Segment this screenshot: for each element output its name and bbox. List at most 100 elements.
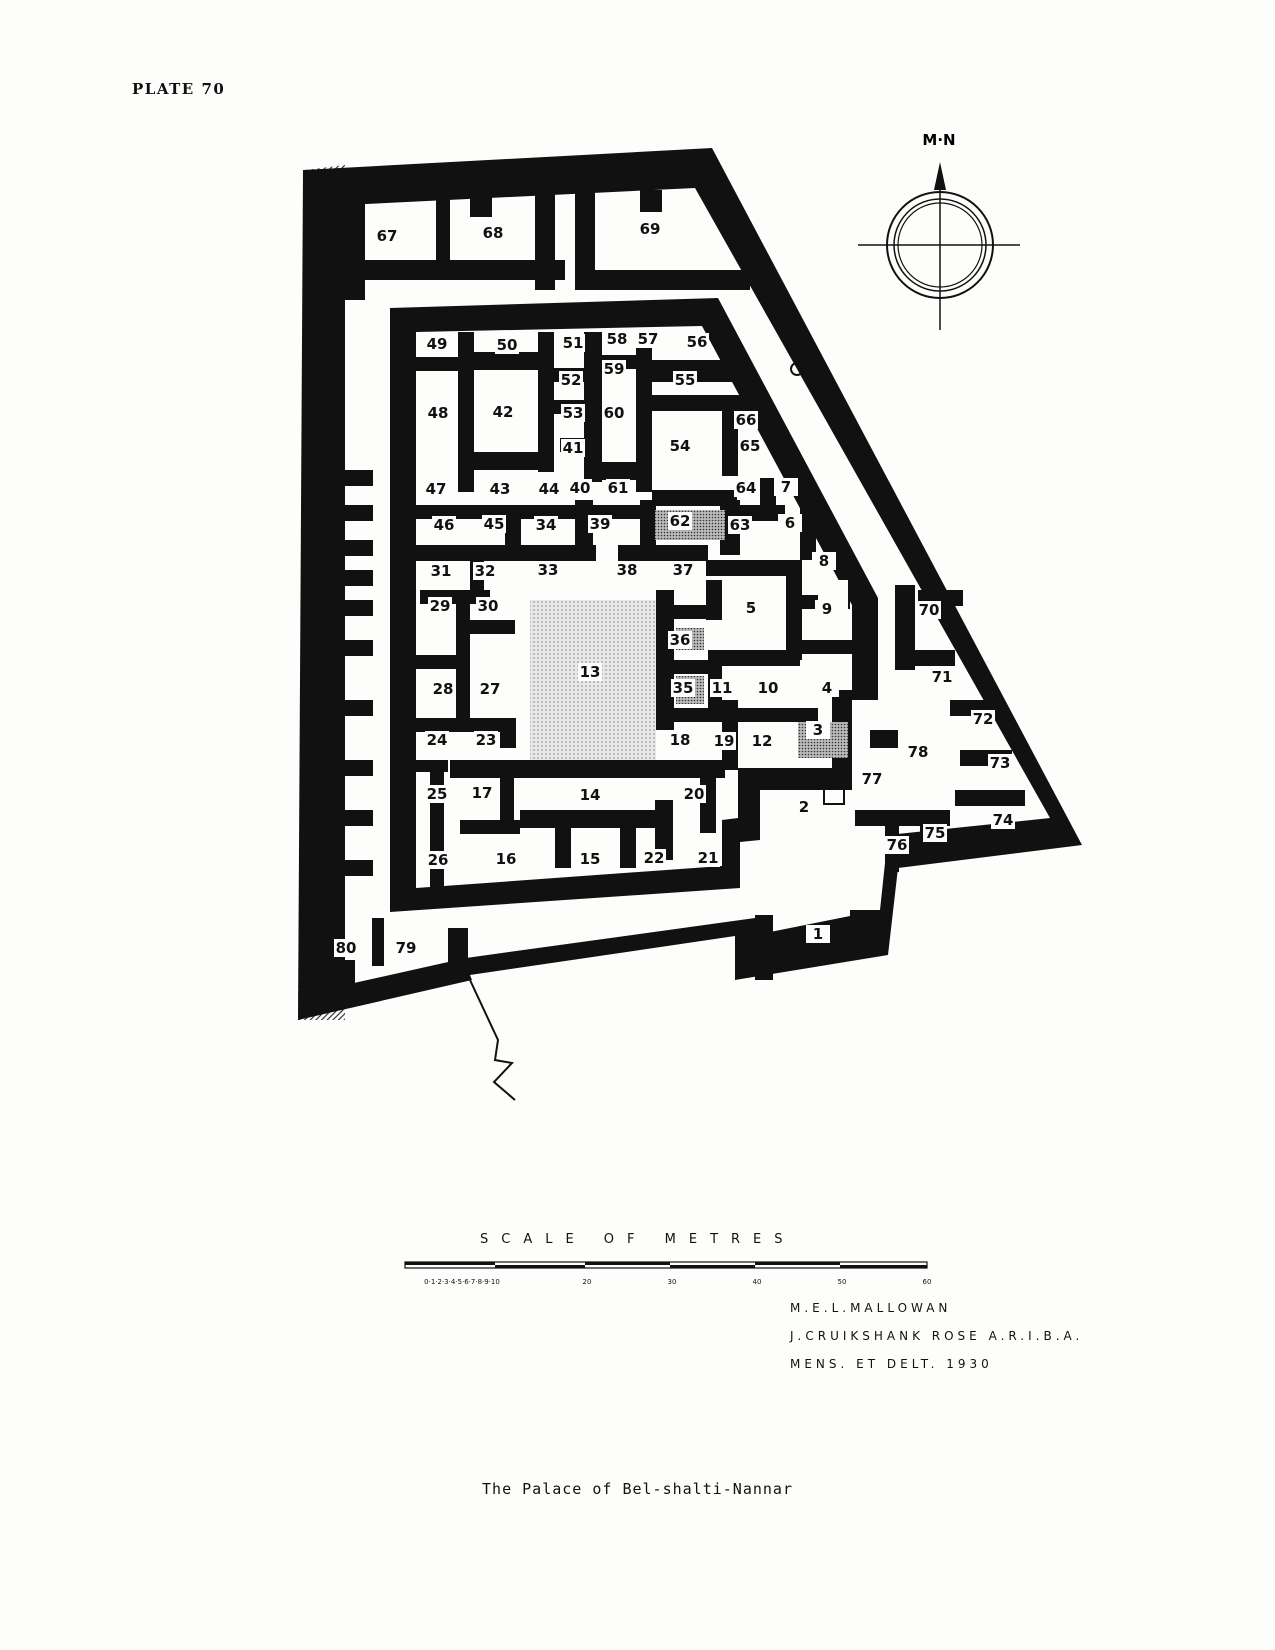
room-label-61: 61 (608, 479, 629, 497)
room-label-35: 35 (673, 679, 694, 697)
room-label-bg (750, 732, 774, 750)
room-label-75: 75 (925, 824, 946, 842)
room-label-bg (778, 514, 802, 532)
scale-tick-50: 50 (837, 1278, 847, 1286)
room-label-bg (636, 330, 660, 348)
room-label-bg (671, 561, 695, 579)
room-label-56: 56 (687, 333, 708, 351)
room-label-49: 49 (427, 335, 448, 353)
room-label-bg (424, 480, 448, 498)
room-label-50: 50 (497, 336, 518, 354)
room-label-69: 69 (640, 220, 661, 238)
room-label-bg (739, 599, 763, 617)
room-label-bg (696, 849, 720, 867)
room-label-26: 26 (428, 851, 449, 869)
room-label-bg (473, 562, 497, 580)
room-label-bg (991, 811, 1015, 829)
room-label-bg (488, 480, 512, 498)
room-label-bg (481, 224, 505, 242)
room-label-8: 8 (819, 552, 829, 570)
room-label-33: 33 (538, 561, 559, 579)
room-label-bg (476, 597, 500, 615)
well-circle-sw (338, 978, 352, 992)
room-label-bg (588, 515, 612, 533)
room-label-18: 18 (670, 731, 691, 749)
room-label-68: 68 (483, 224, 504, 242)
room-label-bg (615, 561, 639, 579)
room-label-bg (494, 850, 518, 868)
room-label-bg (431, 680, 455, 698)
room-label-64: 64 (736, 479, 757, 497)
room-label-bg (478, 680, 502, 698)
room-label-bg (425, 785, 449, 803)
room-label-bg (394, 939, 418, 957)
room-label-57: 57 (638, 330, 659, 348)
room-label-62: 62 (670, 512, 691, 530)
room-label-77: 77 (862, 770, 883, 788)
room-label-54: 54 (670, 437, 691, 455)
room-label-17: 17 (472, 784, 493, 802)
room-label-bg (917, 601, 941, 619)
scale-tick-60: 60 (922, 1278, 932, 1286)
room-label-bg (568, 479, 592, 497)
room-label-14: 14 (580, 786, 601, 804)
scale-tick-0-10: 0·1·2·3·4·5·6·7·8·9·10 (424, 1278, 500, 1286)
outer-wall (298, 148, 1082, 1020)
room-label-80: 80 (336, 939, 357, 957)
room-label-70: 70 (919, 601, 940, 619)
credit-line-3: MENS. ET DELT. 1930 (790, 1357, 993, 1371)
room-label-bg (602, 404, 626, 422)
room-label-60: 60 (604, 404, 625, 422)
room-label-bg (491, 403, 515, 421)
room-label-45: 45 (484, 515, 505, 533)
room-label-38: 38 (617, 561, 638, 579)
room-label-bg (642, 849, 666, 867)
room-label-24: 24 (427, 731, 448, 749)
room-label-53: 53 (563, 404, 584, 422)
room-label-bg (734, 411, 758, 429)
room-label-bg (429, 562, 453, 580)
room-label-bg (682, 785, 706, 803)
room-label-73: 73 (990, 754, 1011, 772)
room-label-bg (426, 404, 450, 422)
room-label-36: 36 (670, 631, 691, 649)
well-circle-east (790, 362, 804, 376)
room-label-bg (602, 360, 626, 378)
room-label-bg (728, 516, 752, 534)
room-label-bg (605, 330, 629, 348)
credit-line-1: M.E.L.MALLOWAN (790, 1301, 952, 1315)
room-label-bg (578, 786, 602, 804)
room-label-41: 41 (563, 439, 584, 457)
room-label-bg (561, 439, 585, 457)
room-label-63: 63 (730, 516, 751, 534)
room-label-bg (815, 600, 839, 618)
room-label-47: 47 (426, 480, 447, 498)
room-label-66: 66 (736, 411, 757, 429)
room-label-44: 44 (539, 480, 560, 498)
scale-bar (404, 1261, 928, 1269)
room-label-58: 58 (607, 330, 628, 348)
room-label-bg (426, 851, 450, 869)
room-label-21: 21 (698, 849, 719, 867)
room-label-51: 51 (563, 334, 584, 352)
room-label-65: 65 (740, 437, 761, 455)
room-label-23: 23 (476, 731, 497, 749)
room-label-76: 76 (887, 836, 908, 854)
plate-caption: The Palace of Bel-shalti-Nannar (482, 1480, 793, 1498)
room-label-bg (432, 516, 456, 534)
room-label-bg (668, 631, 692, 649)
room-label-bg (334, 939, 358, 957)
room-label-46: 46 (434, 516, 455, 534)
room-label-bg (806, 721, 830, 739)
features (338, 362, 845, 1101)
room-label-bg (606, 479, 630, 497)
room-label-43: 43 (490, 480, 511, 498)
room-label-29: 29 (430, 597, 451, 615)
room-label-55: 55 (675, 371, 696, 389)
scale-tick-30: 30 (667, 1278, 677, 1286)
room-label-bg (774, 478, 798, 496)
room-label-bg (806, 925, 830, 943)
room-label-12: 12 (752, 732, 773, 750)
room-label-39: 39 (590, 515, 611, 533)
